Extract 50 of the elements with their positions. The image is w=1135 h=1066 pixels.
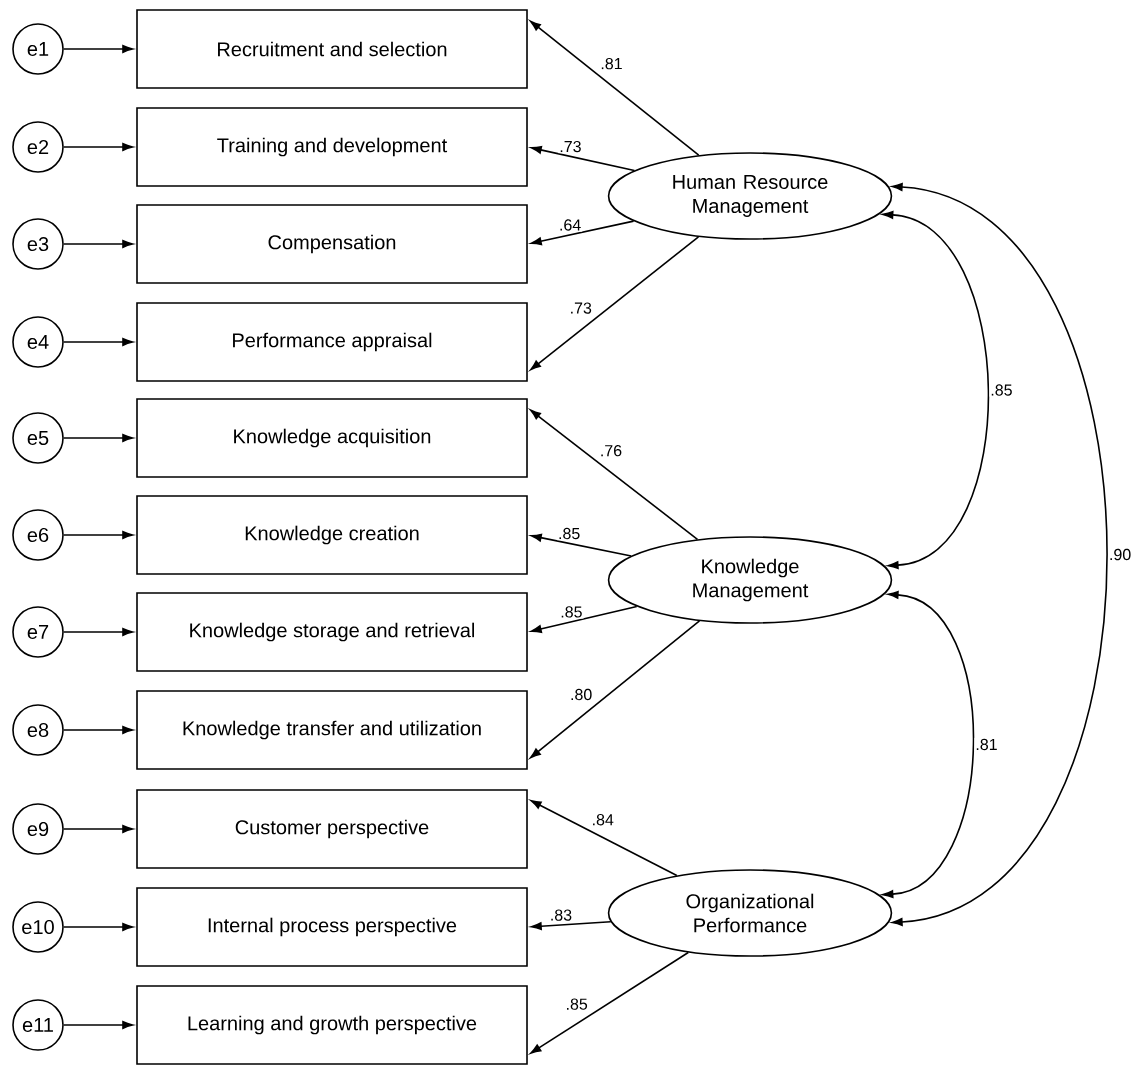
curved-arrow [882, 590, 975, 899]
curved-arrow [891, 183, 1108, 926]
edge-label: .80 [569, 687, 594, 702]
arrow [529, 620, 701, 759]
arrow [530, 921, 612, 931]
arrow [63, 628, 134, 636]
arrow [63, 1021, 134, 1029]
indicator-box: Learning and growth perspective [136, 985, 528, 1065]
edge-label: .83 [548, 908, 574, 922]
arrow [63, 531, 134, 539]
arrow [530, 533, 632, 557]
edge-label: .64 [558, 218, 583, 232]
indicator-box: Training and development [136, 107, 528, 187]
edge-label: .85 [557, 526, 582, 541]
edge-label: .81 [599, 56, 624, 71]
curved-arrow [882, 210, 990, 570]
arrow [530, 799, 678, 877]
arrow [530, 236, 700, 371]
arrow [530, 220, 635, 246]
arrow [530, 145, 636, 172]
edge-label: .81 [974, 737, 999, 752]
edge-label: .84 [590, 813, 615, 827]
arrow [530, 951, 690, 1054]
edge-label: .85 [559, 605, 584, 619]
indicator-box: Internal process perspective [136, 887, 528, 967]
indicator-box: Knowledge storage and retrieval [136, 592, 528, 672]
arrow [63, 825, 134, 833]
arrow [63, 434, 134, 442]
arrow [530, 20, 700, 156]
edge-label: .85 [989, 383, 1014, 397]
indicator-box: Customer perspective [136, 789, 528, 869]
arrow [63, 143, 134, 151]
arrow [530, 605, 638, 633]
edge-label: .73 [558, 139, 583, 154]
indicator-box: Compensation [136, 204, 528, 284]
indicator-box: Performance appraisal [136, 302, 528, 382]
arrow [63, 726, 134, 734]
arrow [63, 240, 134, 248]
edge-label: .73 [568, 301, 593, 315]
indicator-box: Knowledge transfer and utilization [136, 690, 528, 770]
edge-label: .76 [598, 444, 624, 458]
indicator-box: Recruitment and selection [136, 9, 528, 89]
arrow [63, 338, 134, 346]
arrow [530, 409, 699, 541]
edge-label: .85 [564, 997, 589, 1011]
arrow [63, 923, 134, 931]
edge-label: .90 [1108, 547, 1133, 562]
arrow [63, 45, 134, 53]
indicator-box: Knowledge creation [136, 495, 528, 575]
indicator-box: Knowledge acquisition [136, 398, 528, 478]
